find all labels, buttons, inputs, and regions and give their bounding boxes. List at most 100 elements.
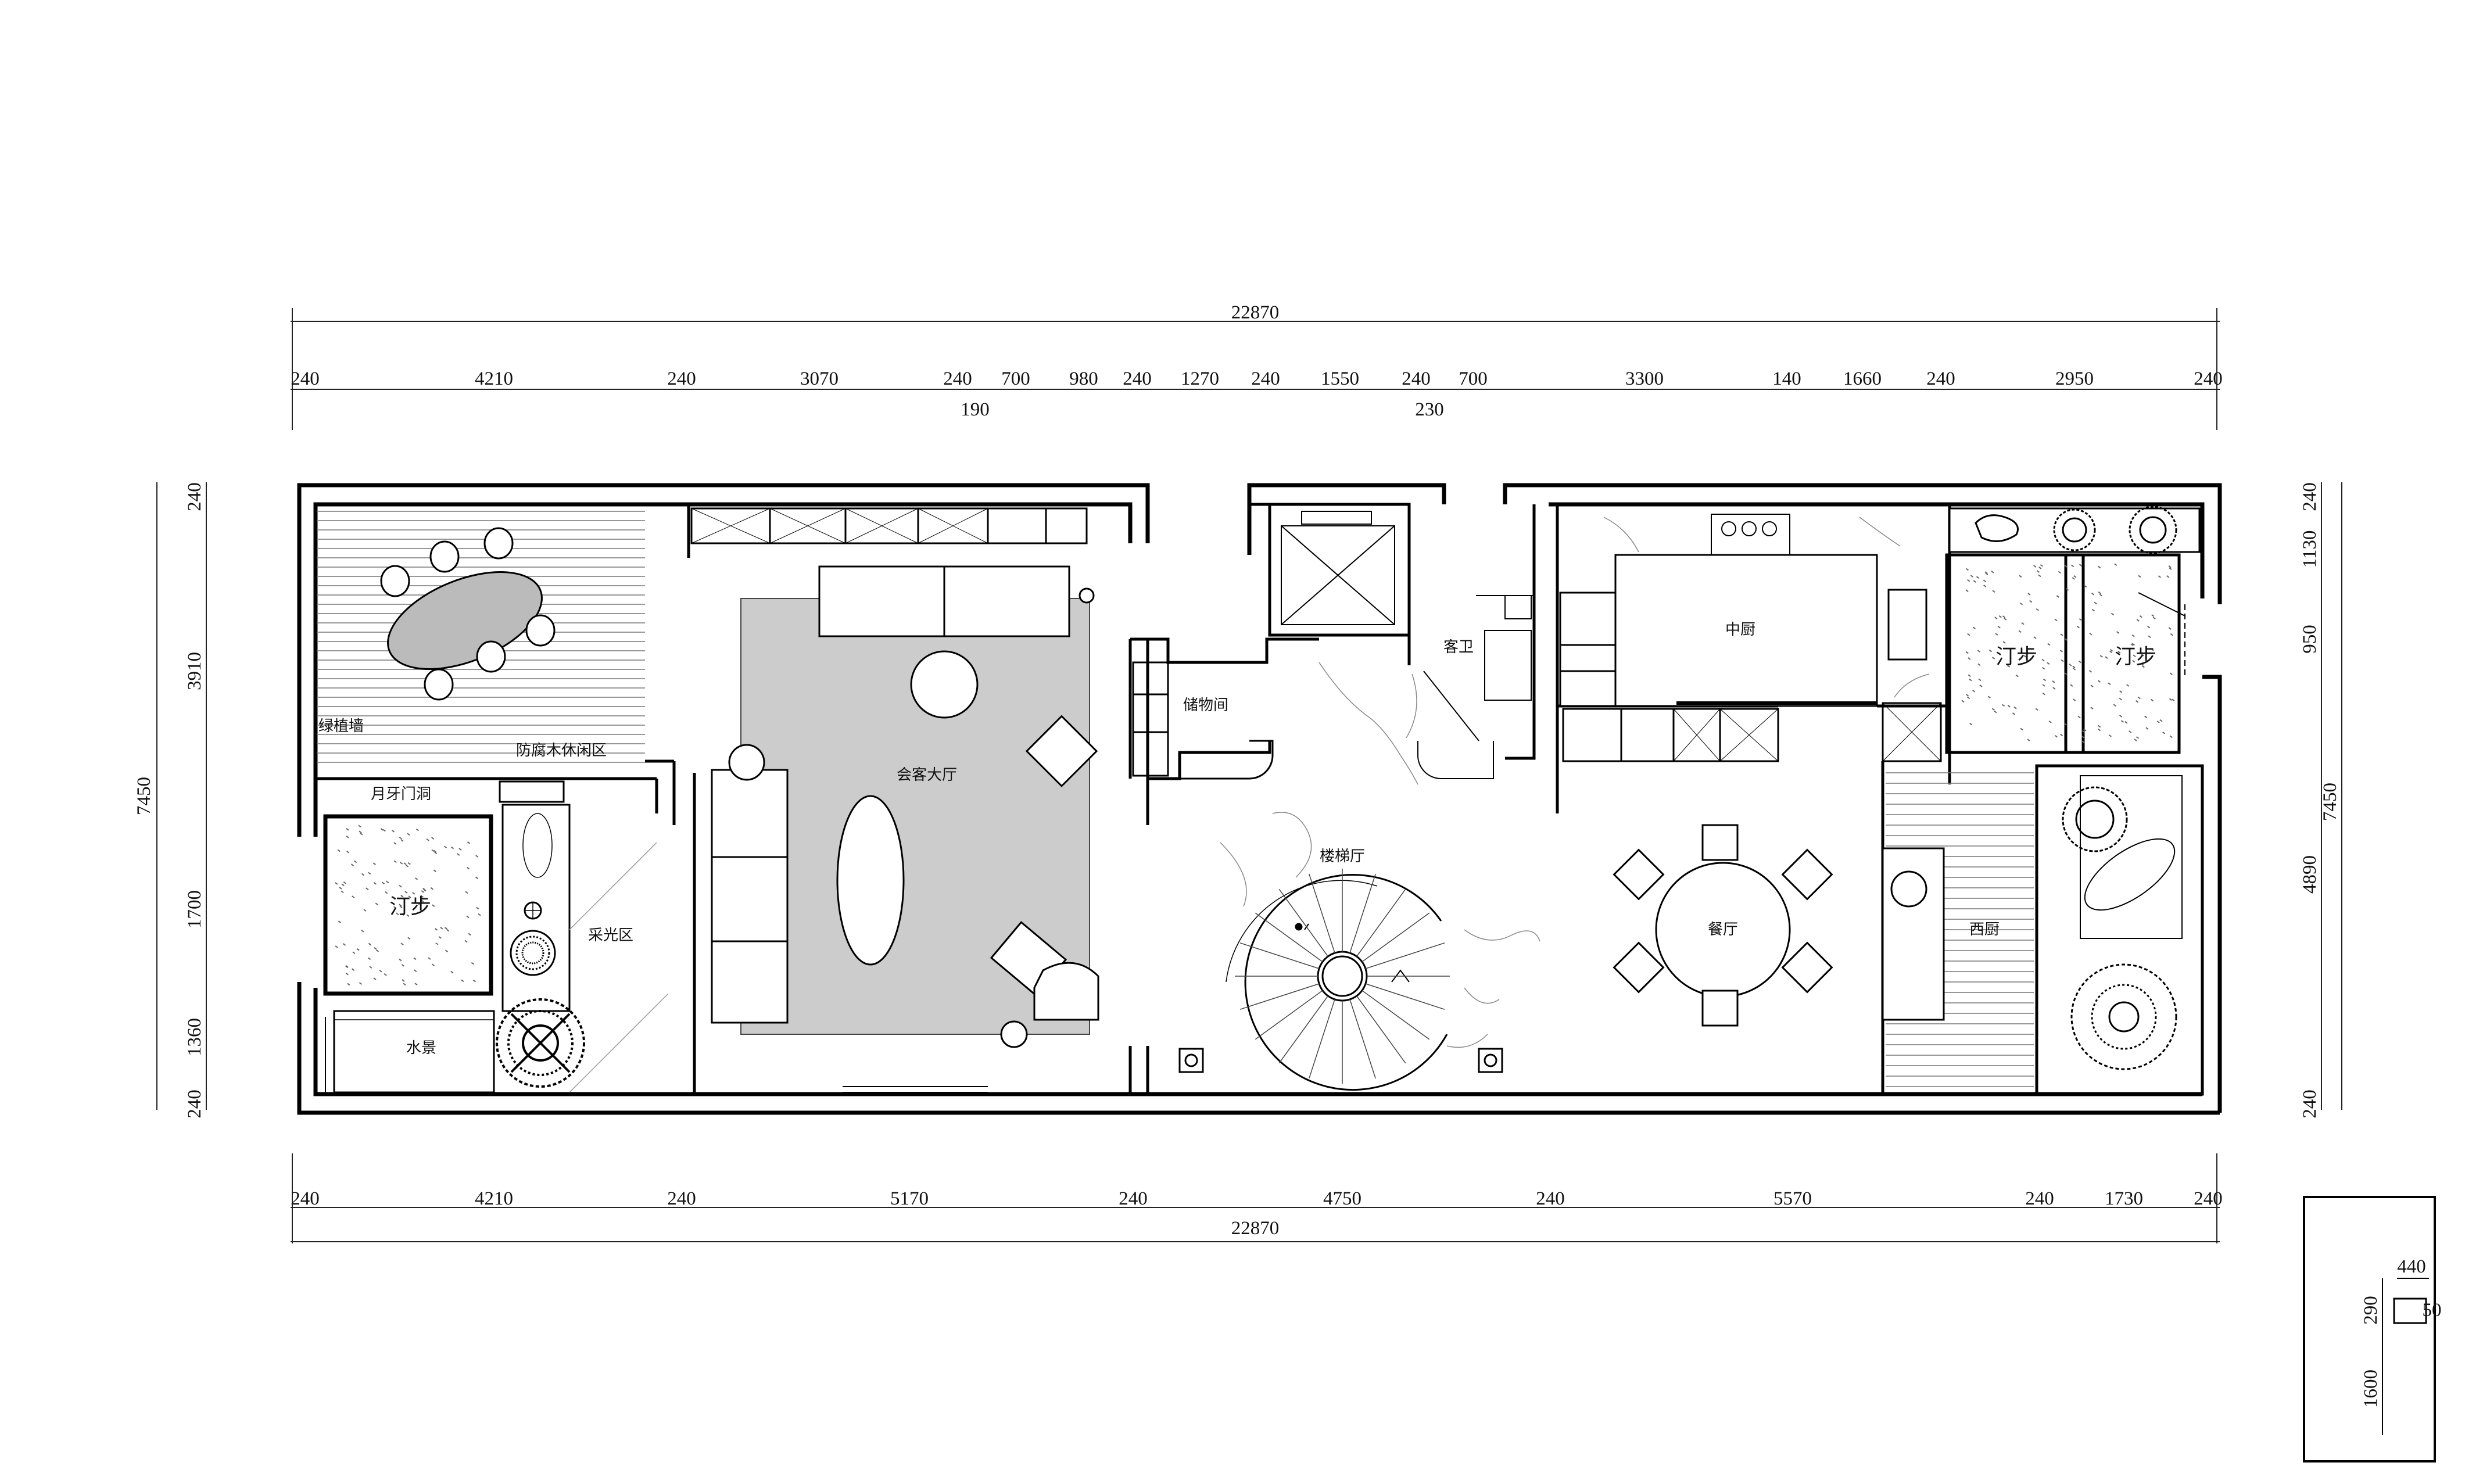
hatch-line [1969, 678, 1972, 682]
bath-fixtures [1417, 595, 1534, 779]
hatch-line [2081, 730, 2086, 733]
left-dim: 1700 [184, 890, 205, 929]
hall-bottom-window [843, 1086, 988, 1093]
hatch-line [2132, 659, 2136, 663]
hatch-line [2134, 739, 2137, 741]
hatch-line [1966, 696, 1970, 700]
label-stepping-left: 汀步 [389, 895, 431, 919]
hatch-line [2097, 680, 2101, 683]
hatch-line [2168, 627, 2172, 630]
right-dim: 240 [2299, 1089, 2320, 1119]
hatch-line [2136, 700, 2139, 703]
hatch-line [2089, 632, 2093, 636]
hatch-line [360, 832, 363, 836]
hatch-line [2052, 680, 2055, 683]
hatch-line [2081, 736, 2085, 739]
hatch-line [2114, 563, 2117, 567]
hatch-line [2043, 678, 2047, 682]
hatch-line [443, 845, 447, 849]
hatch-line [1968, 657, 1971, 660]
hatch-line [2061, 659, 2064, 662]
hatch-line [422, 887, 426, 891]
hatch-line [1255, 912, 1323, 962]
bottom-dim: 5170 [890, 1188, 929, 1209]
hatch-line [2136, 736, 2140, 739]
pond-icon [2080, 775, 2183, 939]
hatch-line [339, 887, 342, 890]
hatch-line [335, 945, 338, 948]
hatch-line [2076, 625, 2080, 629]
hatch-line [382, 829, 386, 832]
hatch-line [1992, 590, 1995, 593]
hatch-line [2090, 707, 2094, 710]
hatch-line [358, 825, 361, 828]
hatch-line [399, 836, 402, 840]
hatch-line [2141, 665, 2145, 668]
hatch-line [2007, 705, 2011, 708]
top-overall-dim: 22870 [1231, 302, 1280, 323]
hatch-line [2108, 682, 2111, 686]
hatch-line [2069, 664, 2072, 666]
hatch-line [2090, 684, 2094, 687]
hatch-line [1356, 995, 1406, 1064]
western-kitchen-island [1882, 847, 1945, 1021]
hatch-line [1967, 633, 1970, 636]
hatch-line [1994, 710, 1997, 714]
hatch-line [471, 962, 474, 965]
top-dim: 700 [1459, 368, 1488, 389]
hatch-line [1968, 674, 1971, 678]
right-overall-dim: 7450 [2320, 783, 2341, 821]
hatch-line [368, 942, 371, 946]
hatch-line [2119, 690, 2123, 693]
hatch-line [373, 882, 377, 885]
hatch-line [421, 899, 424, 902]
left-overall-dim: 7450 [134, 777, 155, 815]
hatch-line [2001, 704, 2005, 707]
right-dim: 240 [2299, 482, 2320, 511]
hatch-line [2079, 618, 2082, 621]
hatch-line [445, 949, 449, 952]
hatch-line [433, 869, 436, 873]
hatch-line [2072, 665, 2076, 669]
hatch-line [2169, 567, 2172, 570]
hatch-line [1970, 575, 1973, 578]
top-dim-labels: 240 4210 240 3070 240 700 980 240 1270 2… [291, 368, 2223, 420]
hatch-line [2002, 615, 2006, 618]
hatch-line [1239, 983, 1320, 1010]
hatch-line [2169, 698, 2173, 701]
hatch-line [2151, 698, 2154, 702]
hatch-line [2126, 684, 2130, 687]
bottom-dim-labels: 240 4210 240 5170 240 4750 240 5570 240 … [291, 1188, 2223, 1209]
detail-dim: 1600 [2360, 1370, 2381, 1408]
hatch-line [431, 837, 435, 840]
hatch-line [2120, 720, 2124, 723]
bottom-dim: 240 [2025, 1188, 2054, 1209]
hatch-line [1997, 625, 2001, 629]
hatch-line [347, 983, 350, 986]
hatch-line [2147, 625, 2151, 629]
tree-icon [496, 998, 585, 1088]
hatch-line [461, 979, 464, 983]
hatch-line [1278, 995, 1328, 1064]
hatch-line [2169, 672, 2173, 675]
hatch-line [1365, 942, 1445, 969]
left-dim: 1360 [184, 1018, 205, 1056]
hall-cabinets [690, 507, 1088, 544]
hatch-line [2156, 721, 2160, 723]
bottom-dim: 4750 [1323, 1188, 1361, 1209]
hatch-line [1961, 700, 1965, 703]
hatch-line [2097, 728, 2101, 732]
hatch-line [373, 977, 377, 980]
right-dimension-lines [2321, 482, 2342, 1110]
hatch-line [338, 920, 342, 923]
hatch-line [476, 906, 479, 910]
hatch-line [2116, 631, 2120, 634]
hatch-line [446, 929, 450, 932]
coffee-table [836, 650, 979, 966]
label-guest-bath: 客卫 [1443, 639, 1474, 656]
hatch-line [466, 866, 470, 870]
hatch-line [444, 927, 448, 930]
hatch-line [435, 928, 438, 931]
stair-treads [1235, 869, 1450, 1084]
top-dim: 240 [1251, 368, 1280, 389]
